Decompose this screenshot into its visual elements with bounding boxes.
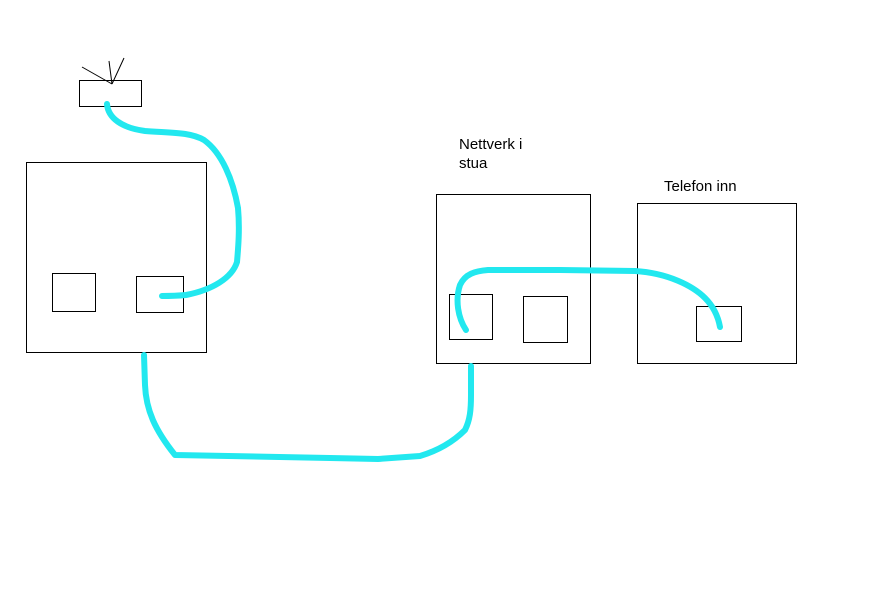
cable-antenna-to-left-box [104,101,242,299]
living-room-box-frame [436,194,591,364]
cable-living-room-to-phone [454,267,723,333]
left-box-socket-1 [52,273,96,312]
left-wall-box [26,162,207,353]
phone-in-label: Telefon inn [664,178,737,195]
living-room-socket-2 [523,296,568,343]
phone-in-box [637,203,797,364]
cable-left-box-to-living-room [141,352,474,462]
wireless-antenna-device [79,57,142,107]
phone-box-socket [696,306,742,342]
antenna-device-box [79,80,142,107]
living-room-network-box [436,194,591,364]
living-room-network-label: Nettverk i stua [459,136,523,172]
antenna-line [111,57,125,85]
antenna-line [108,60,113,85]
left-box-frame [26,162,207,353]
antenna-line [81,66,113,85]
living-room-socket-1 [449,294,493,340]
phone-box-frame [637,203,797,364]
